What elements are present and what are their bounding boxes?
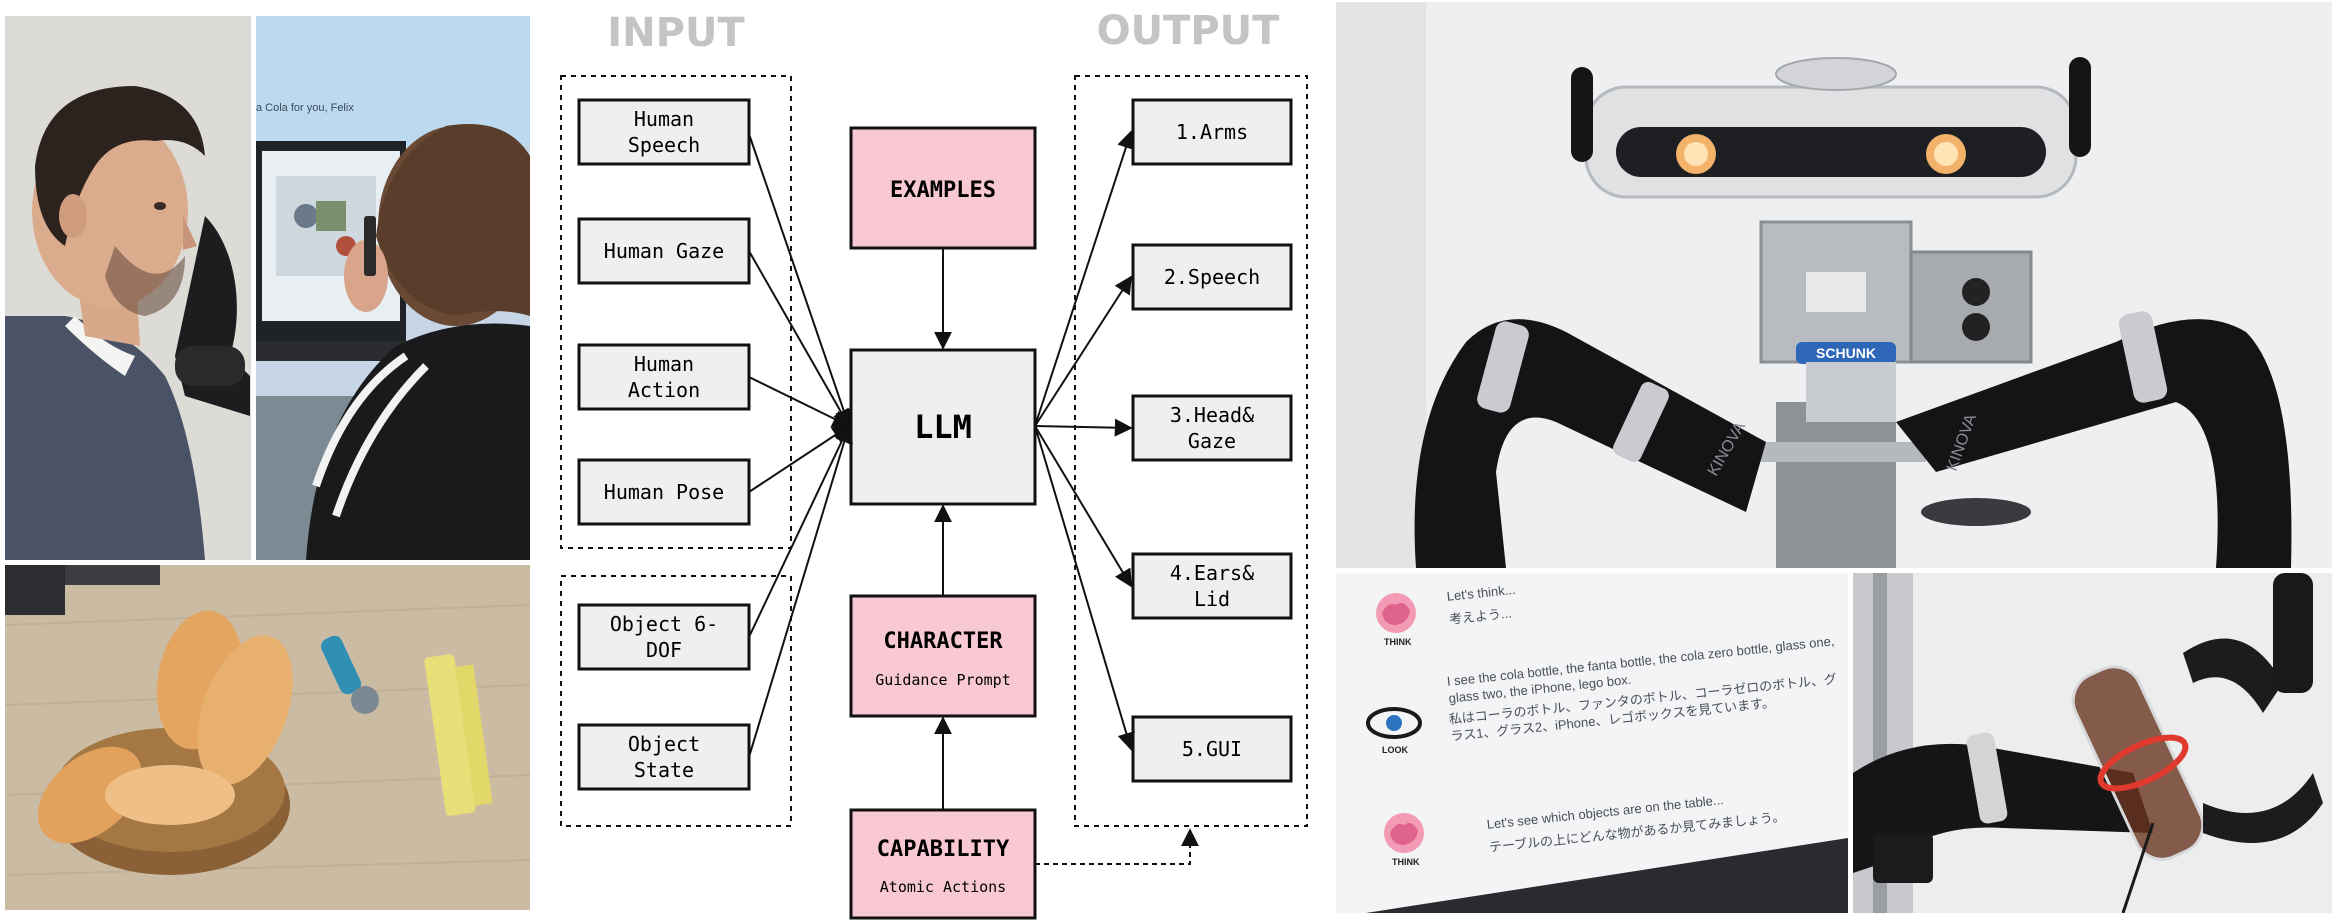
look-eye-icon (1366, 707, 1422, 739)
capability-sublabel: Atomic Actions (880, 878, 1006, 896)
capability-to-output-arrow (1035, 828, 1199, 865)
input-label-line: Human (634, 107, 694, 131)
think-brain-icon (1376, 593, 1416, 633)
gui-entry-tag: THINK (1384, 637, 1412, 647)
input-box-object-6dof: Object 6- DOF (577, 603, 751, 671)
capability-label: CAPABILITY (877, 837, 1010, 862)
output-label-line: 4.Ears& (1170, 561, 1254, 585)
gui-entry-tag: THINK (1392, 857, 1420, 867)
input-box-human-action: Human Action (577, 343, 751, 411)
output-box-gui: 5.GUI (1131, 715, 1293, 783)
output-arrows (1034, 130, 1136, 751)
capability-box: CAPABILITY Atomic Actions (849, 808, 1037, 920)
character-box: CHARACTER Guidance Prompt (849, 594, 1037, 718)
output-box-speech: 2.Speech (1131, 243, 1293, 311)
character-label: CHARACTER (883, 629, 1003, 654)
input-box-object-state: Object State (577, 723, 751, 791)
input-label-line: Speech (628, 133, 700, 157)
examples-box: EXAMPLES (849, 126, 1037, 250)
photo-human-at-gui-monitor: a Cola for you, Felix (256, 16, 530, 560)
photo-bread-basket-table (5, 565, 530, 910)
output-title: OUTPUT (1097, 8, 1281, 54)
input-box-human-pose: Human Pose (577, 458, 751, 526)
input-title: INPUT (607, 10, 745, 56)
input-arrows (748, 133, 853, 758)
input-box-human-gaze: Human Gaze (577, 217, 751, 285)
gui-entry-text-en: Let's think... (1446, 581, 1517, 604)
input-label-line: Human Gaze (604, 239, 724, 263)
gui-entry-tag: LOOK (1382, 745, 1408, 755)
output-box-ears-lid: 4.Ears& Lid (1131, 552, 1293, 620)
input-label-line: Object 6- (610, 612, 718, 636)
input-label-line: Human Pose (604, 480, 724, 504)
output-box-arms: 1.Arms (1131, 98, 1293, 166)
photo-human-facing-robot (5, 16, 251, 560)
architecture-diagram: INPUT OUTPUT Human Speech Human Gaze Hum… (560, 8, 1308, 920)
input-box-human-speech: Human Speech (577, 98, 751, 166)
llm-label: LLM (914, 408, 972, 446)
input-label-line: Action (628, 378, 700, 402)
input-human-group (560, 75, 792, 549)
input-object-group (560, 575, 792, 827)
robot-brand-label: SCHUNK (1816, 345, 1876, 361)
output-label-line: Lid (1194, 587, 1230, 611)
output-label-line: 5.GUI (1182, 737, 1242, 761)
photo-robot-upper-body: SCHUNK KINOVA KINOVA (1336, 2, 2332, 568)
screen-caption: a Cola for you, Felix (256, 102, 354, 114)
output-label-line: 3.Head& (1170, 403, 1254, 427)
input-label-line: DOF (646, 638, 682, 662)
gui-entry-text-ja: 考えよう... (1448, 605, 1513, 627)
think-brain-icon (1384, 813, 1424, 853)
input-label-line: Human (634, 352, 694, 376)
input-label-line: State (634, 758, 694, 782)
output-label-line: Gaze (1188, 429, 1236, 453)
examples-label: EXAMPLES (890, 178, 996, 203)
photo-gripper-holding-bottle (1853, 573, 2332, 913)
output-label-line: 2.Speech (1164, 265, 1260, 289)
output-box-head-gaze: 3.Head& Gaze (1131, 394, 1293, 462)
photo-gui-screen: THINK Let's think... 考えよう... LOOK I see … (1336, 573, 1848, 913)
input-label-line: Object (628, 732, 700, 756)
llm-box: LLM (849, 348, 1037, 506)
character-sublabel: Guidance Prompt (875, 671, 1010, 689)
output-label-line: 1.Arms (1176, 120, 1248, 144)
